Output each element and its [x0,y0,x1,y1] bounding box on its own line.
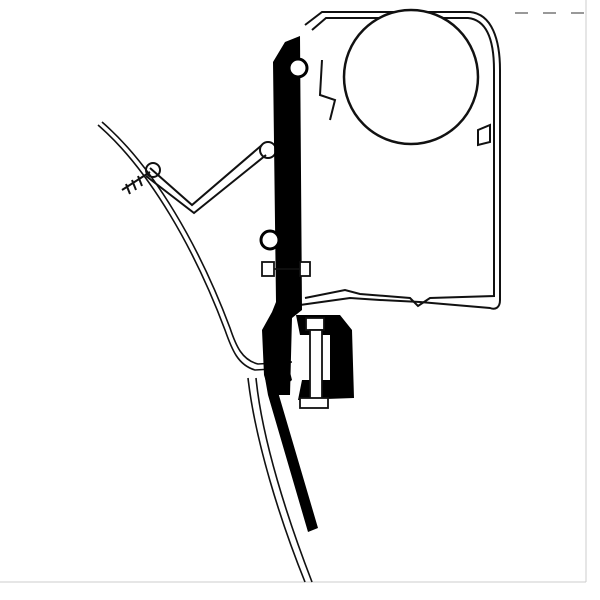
bracket-hole [287,57,309,79]
support-arm [145,141,277,215]
mounting-strip [265,372,318,532]
bracket-hole [259,229,281,251]
adapter-bracket [262,36,302,395]
clamp-block [296,315,354,400]
awning-casing [294,11,501,310]
screw-icon [121,162,161,195]
bolt [261,261,329,409]
awning-roller [342,8,480,146]
vehicle-wall [97,121,313,583]
